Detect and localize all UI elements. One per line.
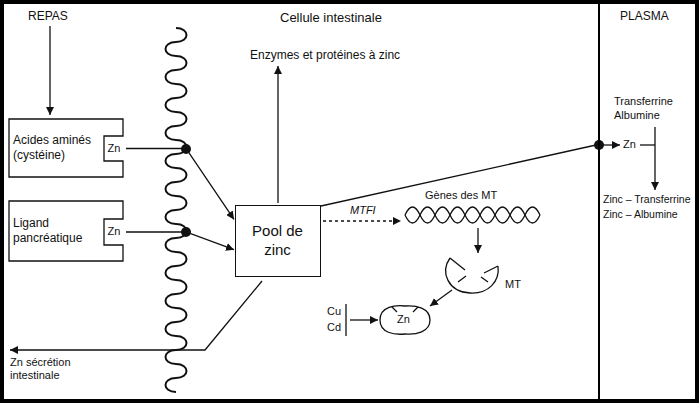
- node-label: Cellule intestinale: [280, 10, 382, 26]
- text-label: Cu: [327, 305, 341, 318]
- ligand-box: Ligand pancréatique Zn: [8, 200, 124, 262]
- enzyme-arrow: [277, 66, 278, 203]
- notched-outline: [9, 201, 123, 261]
- closed-metallothionein: [380, 306, 430, 335]
- ligand-box: Acides aminés (cystéine) Zn: [8, 118, 124, 178]
- node-label: Ligand pancréatique: [13, 216, 100, 246]
- text-label: Gènes des MT: [425, 189, 497, 202]
- node-label: Pool de zinc: [242, 222, 313, 260]
- text-label: Zn sécrétion intestinale: [10, 356, 102, 382]
- text-label: Enzymes et protéines à zinc: [250, 48, 400, 62]
- binding-hook: [640, 144, 655, 145]
- text-label: Zn: [397, 313, 410, 326]
- text-label: MT: [505, 278, 521, 291]
- dna-helix: [405, 207, 540, 223]
- text-label: Albumine: [614, 109, 660, 122]
- induction-arrow: [323, 220, 401, 221]
- expression-arrow: [477, 228, 478, 253]
- cell-region: Cellule intestinalePool de zinc: [160, 4, 600, 399]
- process-box: Pool de zinc: [235, 205, 321, 277]
- text-label: Cd: [327, 321, 341, 334]
- binding-arrow: [430, 290, 452, 306]
- metal-bracket: [345, 304, 346, 336]
- text-label: Transferrine: [614, 95, 673, 108]
- open-metallothionein: [446, 258, 498, 293]
- plasma-arrow: [602, 144, 620, 145]
- binding-arrow: [654, 127, 655, 190]
- text-label: REPAS: [28, 9, 68, 23]
- ion-label: Zn: [104, 142, 124, 156]
- text-label: PLASMA: [620, 9, 669, 23]
- competition-arrow: [350, 319, 378, 320]
- meal-arrow: [49, 26, 50, 115]
- connector: [126, 149, 234, 220]
- text-label: Zinc – Albumine: [603, 208, 678, 221]
- node-label: Acides aminés (cystéine): [13, 133, 100, 163]
- text-label: Zinc – Transferrine: [603, 193, 691, 206]
- secretion-arrow: [10, 281, 262, 350]
- ion-label: Zn: [104, 225, 124, 239]
- brush-border-membrane: [166, 28, 187, 392]
- export-line: [321, 145, 596, 206]
- dna-helix: [405, 207, 540, 223]
- text-label: MTFI: [350, 204, 376, 217]
- connector: [126, 232, 234, 250]
- text-label: Zn: [623, 138, 636, 151]
- notched-outline: [9, 119, 123, 177]
